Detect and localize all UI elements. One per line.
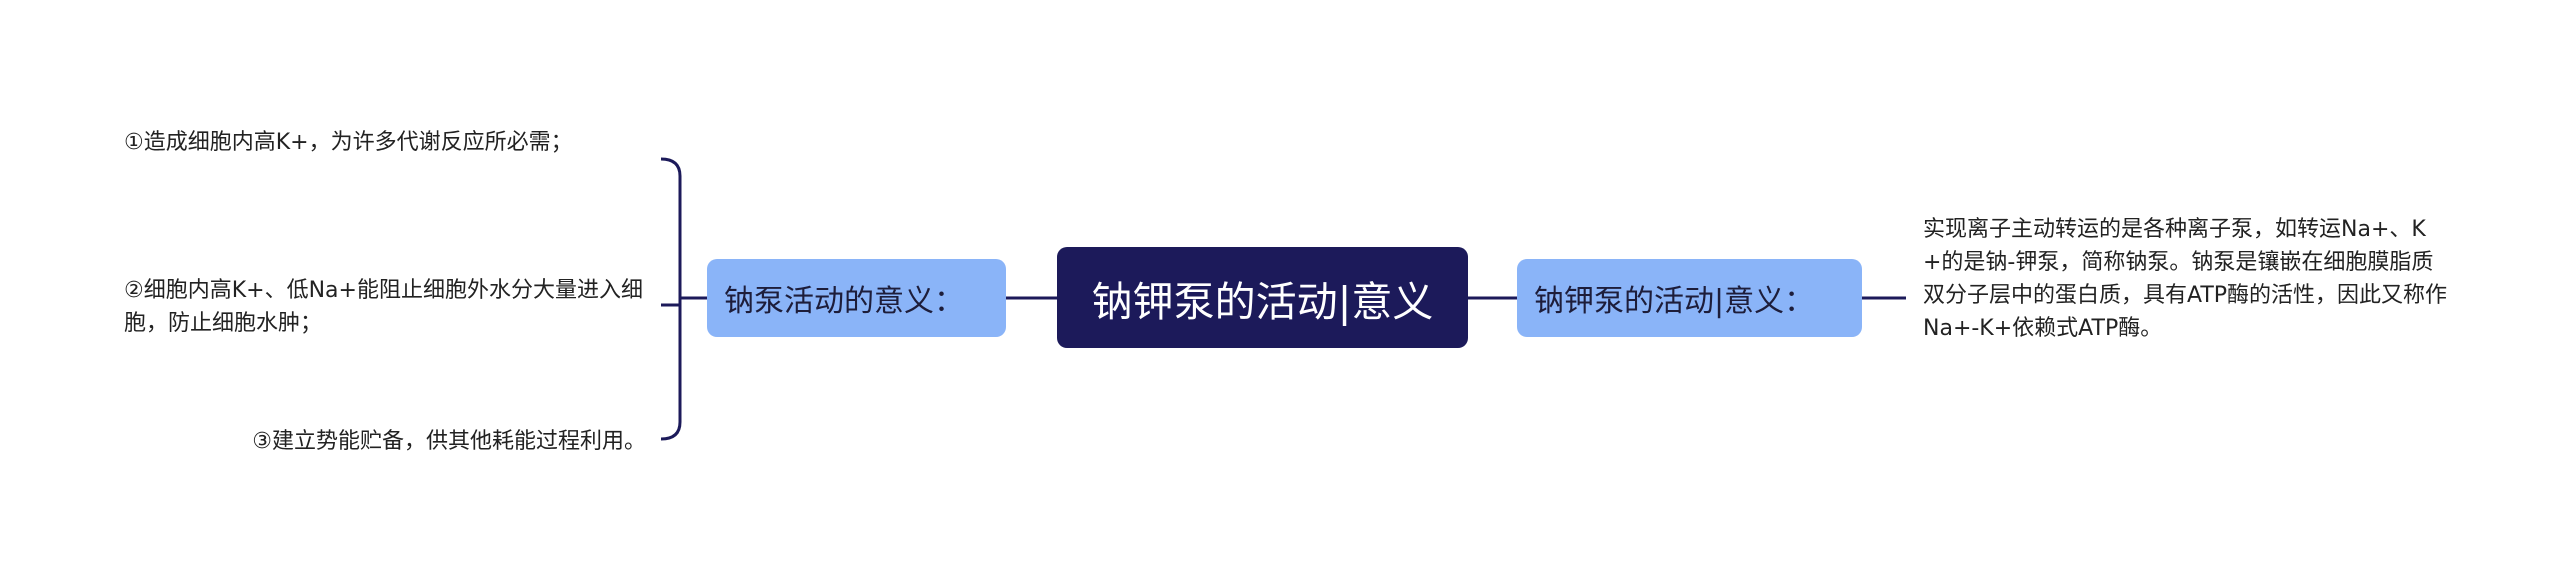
- root-topic-label: 钠钾泵的活动|意义: [1091, 277, 1434, 326]
- right-branch-topic[interactable]: 钠钾泵的活动|意义：: [1517, 259, 1862, 337]
- left-branch-topic[interactable]: 钠泵活动的意义：: [707, 259, 1006, 337]
- left-bracket: [660, 157, 682, 441]
- root-topic[interactable]: 钠钾泵的活动|意义: [1057, 247, 1468, 348]
- left-leaf-item-2[interactable]: ②细胞内高K+、低Na+能阻止细胞外水分大量进入细胞，防止细胞水肿；: [124, 278, 643, 336]
- right-leaf-detail[interactable]: 实现离子主动转运的是各种离子泵，如转运Na+、K+的是钠-钾泵，简称钠泵。钠泵是…: [1923, 217, 2448, 341]
- right-branch-label: 钠钾泵的活动|意义：: [1534, 284, 1815, 319]
- left-leaf-item-1[interactable]: ①造成细胞内高K+，为许多代谢反应所必需；: [124, 130, 573, 155]
- left-leaf-item-3[interactable]: ③建立势能贮备，供其他耗能过程利用。: [252, 429, 646, 454]
- left-branch-label: 钠泵活动的意义：: [724, 284, 964, 319]
